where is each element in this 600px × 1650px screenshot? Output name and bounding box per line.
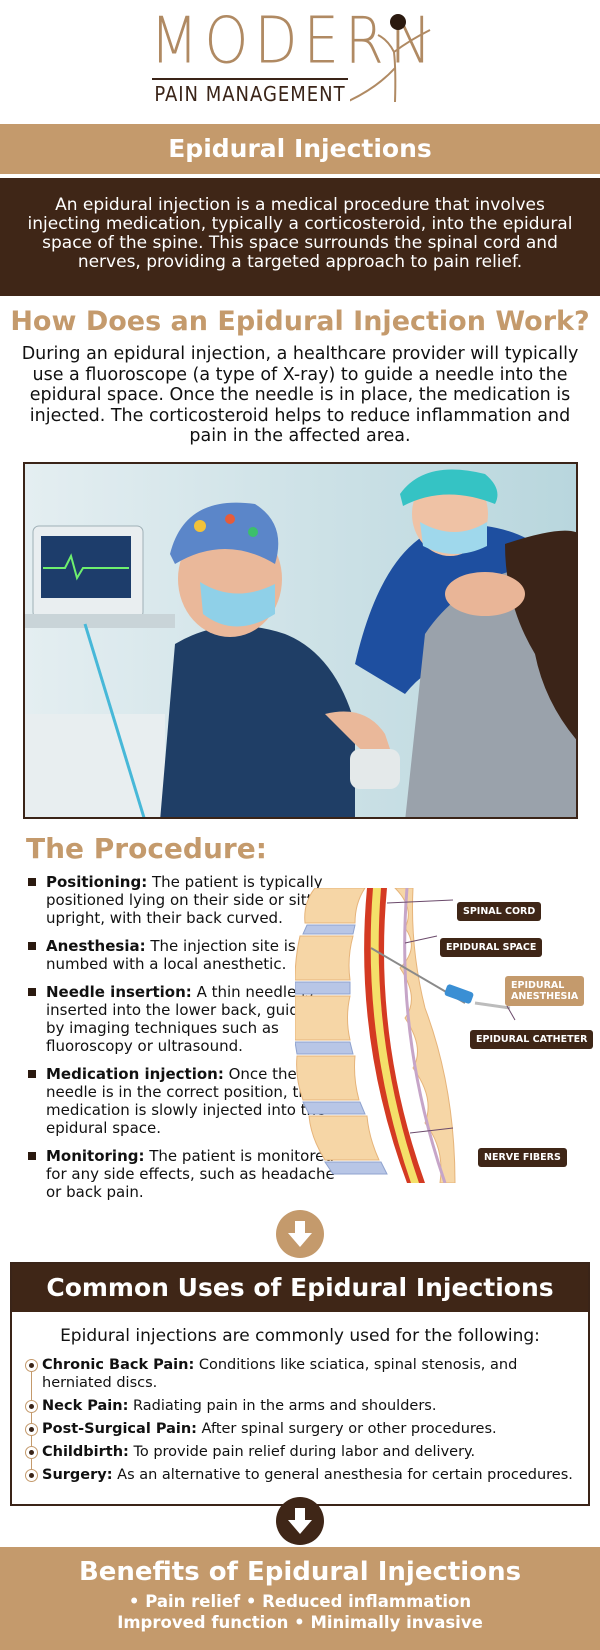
label-nerve-fibers: NERVE FIBERS bbox=[478, 1148, 567, 1167]
list-item: Chronic Back Pain: Conditions like sciat… bbox=[25, 1356, 588, 1392]
arrow-down-glyph bbox=[288, 1508, 312, 1534]
use-term: Childbirth: bbox=[42, 1444, 129, 1460]
procedure-photo-illustration bbox=[25, 464, 576, 817]
use-text: As an alternative to general anesthesia … bbox=[112, 1467, 573, 1483]
benefits-band: Benefits of Epidural Injections • Pain r… bbox=[0, 1547, 600, 1650]
step-text: A thin needle is inserted into the lower… bbox=[46, 983, 318, 1055]
step-text: Once the needle is in the correct positi… bbox=[46, 1065, 326, 1137]
logo-modern-text: MODERN bbox=[150, 4, 438, 79]
use-text: Radiating pain in the arms and shoulders… bbox=[128, 1398, 437, 1414]
list-item: Childbirth: To provide pain relief durin… bbox=[25, 1443, 588, 1461]
list-item: Positioning: The patient is typically po… bbox=[28, 873, 338, 927]
step-text: The patient is monitored for any side ef… bbox=[46, 1147, 335, 1201]
step-text: The patient is typically positioned lyin… bbox=[46, 873, 336, 927]
step-term: Positioning: bbox=[46, 873, 148, 891]
logo-wordmark: MODERN PAIN MANAGEMENT bbox=[150, 7, 432, 106]
list-item: Neck Pain: Radiating pain in the arms an… bbox=[25, 1397, 588, 1415]
label-epidural-space: EPIDURAL SPACE bbox=[440, 938, 543, 957]
label-line: ANESTHESIA bbox=[511, 991, 579, 1002]
benefits-row: • Pain relief • Reduced inflammation bbox=[128, 1592, 472, 1611]
page-title: Epidural Injections bbox=[0, 124, 600, 180]
procedure-photo bbox=[23, 462, 578, 819]
label-line: EPIDURAL bbox=[511, 980, 565, 991]
list-item: Surgery: As an alternative to general an… bbox=[25, 1466, 588, 1484]
step-term: Needle insertion: bbox=[46, 983, 192, 1001]
use-term: Surgery: bbox=[42, 1467, 113, 1483]
list-item: Medication injection: Once the needle is… bbox=[28, 1065, 338, 1137]
logo-divider bbox=[152, 78, 348, 80]
use-term: Post-Surgical Pain: bbox=[42, 1421, 197, 1437]
procedure-heading: The Procedure: bbox=[26, 832, 267, 865]
use-term: Chronic Back Pain: bbox=[42, 1357, 195, 1373]
list-item: Needle insertion: A thin needle is inser… bbox=[28, 983, 338, 1055]
label-epidural-anesthesia: EPIDURAL ANESTHESIA bbox=[505, 976, 585, 1006]
spine-illustration bbox=[294, 887, 516, 1184]
list-item: Anesthesia: The injection site is numbed… bbox=[28, 937, 338, 973]
benefits-row: Improved function • Minimally invasive bbox=[117, 1613, 483, 1632]
intro-text: An epidural injection is a medical proce… bbox=[0, 178, 600, 296]
step-term: Medication injection: bbox=[46, 1065, 224, 1083]
procedure-steps: Positioning: The patient is typically po… bbox=[28, 873, 338, 1211]
person-figure-icon bbox=[350, 14, 431, 103]
logo-subtitle: PAIN MANAGEMENT bbox=[154, 82, 346, 106]
logo: MODERN PAIN MANAGEMENT bbox=[0, 0, 600, 124]
spine-diagram: SPINAL CORD EPIDURAL SPACE EPIDURAL ANES… bbox=[294, 887, 594, 1184]
benefits-heading: Benefits of Epidural Injections bbox=[78, 1557, 522, 1587]
use-text: To provide pain relief during labor and … bbox=[128, 1444, 476, 1460]
how-text: During an epidural injection, a healthca… bbox=[21, 344, 579, 446]
list-item: Monitoring: The patient is monitored for… bbox=[28, 1147, 338, 1201]
use-term: Neck Pain: bbox=[42, 1398, 129, 1414]
list-item: Post-Surgical Pain: After spinal surgery… bbox=[25, 1420, 588, 1438]
step-term: Anesthesia: bbox=[46, 937, 146, 955]
arrow-down-glyph bbox=[288, 1221, 312, 1247]
use-text: Conditions like sciatica, spinal stenosi… bbox=[42, 1357, 518, 1391]
uses-heading: Common Uses of Epidural Injections bbox=[12, 1264, 588, 1312]
use-text: After spinal surgery or other procedures… bbox=[196, 1421, 497, 1437]
how-heading: How Does an Epidural Injection Work? bbox=[10, 306, 590, 337]
label-spinal-cord: SPINAL CORD bbox=[457, 902, 542, 921]
uses-lead: Epidural injections are commonly used fo… bbox=[60, 1326, 540, 1346]
uses-panel: Common Uses of Epidural Injections Epidu… bbox=[10, 1262, 590, 1506]
arrow-down-icon bbox=[276, 1210, 324, 1258]
step-term: Monitoring: bbox=[46, 1147, 145, 1165]
label-epidural-catheter: EPIDURAL CATHETER bbox=[470, 1030, 594, 1049]
arrow-down-icon bbox=[276, 1497, 324, 1545]
step-text: The injection site is numbed with a loca… bbox=[46, 937, 296, 973]
uses-list: Chronic Back Pain: Conditions like sciat… bbox=[25, 1356, 588, 1484]
